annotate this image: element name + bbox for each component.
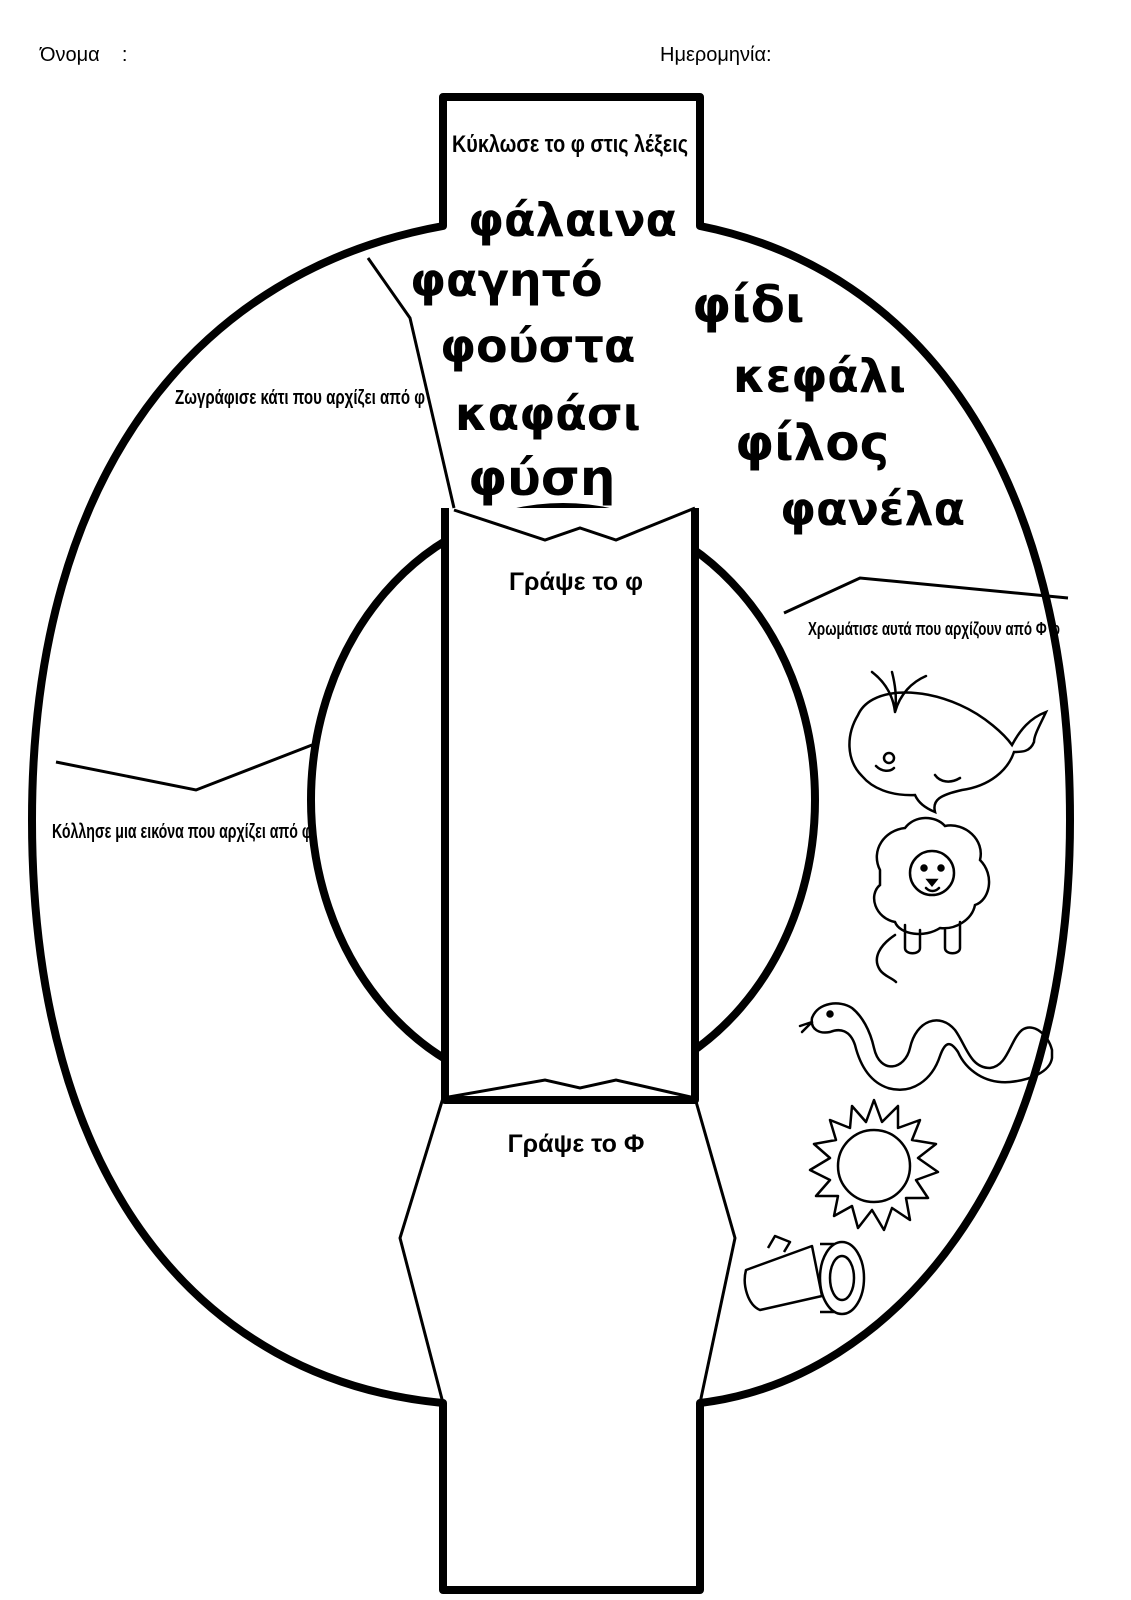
snake-picture — [798, 1002, 1054, 1091]
write-uppercase-title: Γράψε το Φ — [508, 1130, 645, 1158]
word-kefali: κεφάλι — [733, 349, 906, 403]
lion-picture — [872, 816, 991, 984]
sun-picture — [808, 1098, 940, 1232]
section-dividers — [55, 257, 1069, 1404]
draw-section-title: Ζωγράφισε κάτι που αρχίζει από φ — [175, 387, 425, 409]
circle-section-title: Κύκλωσε το φ στις λέξεις — [452, 131, 688, 158]
word-fysi: φύση — [468, 449, 615, 507]
write-lowercase-title: Γράψε το φ — [509, 568, 643, 596]
date-label: Ημερομηνία: — [660, 44, 772, 66]
word-filos: φίλος — [735, 414, 889, 472]
name-label: Όνομα : — [40, 44, 128, 66]
color-section-title: Χρωμάτισε αυτά που αρχίζουν από Φ φ — [808, 619, 1060, 640]
word-fagito: φαγητό — [410, 253, 603, 307]
word-fousta: φούστα — [440, 319, 635, 373]
word-fidi: φίδι — [692, 276, 804, 334]
word-kafasi: καφάσι — [455, 387, 641, 441]
paste-section-title: Κόλλησε μια εικόνα που αρχίζει από φ — [52, 821, 312, 843]
word-fanela: φανέλα — [780, 482, 965, 536]
phi-outline — [28, 93, 1074, 1594]
flashlight-picture — [743, 1234, 866, 1316]
word-falaina: φάλαινα — [468, 193, 677, 247]
whale-picture — [848, 670, 1049, 815]
